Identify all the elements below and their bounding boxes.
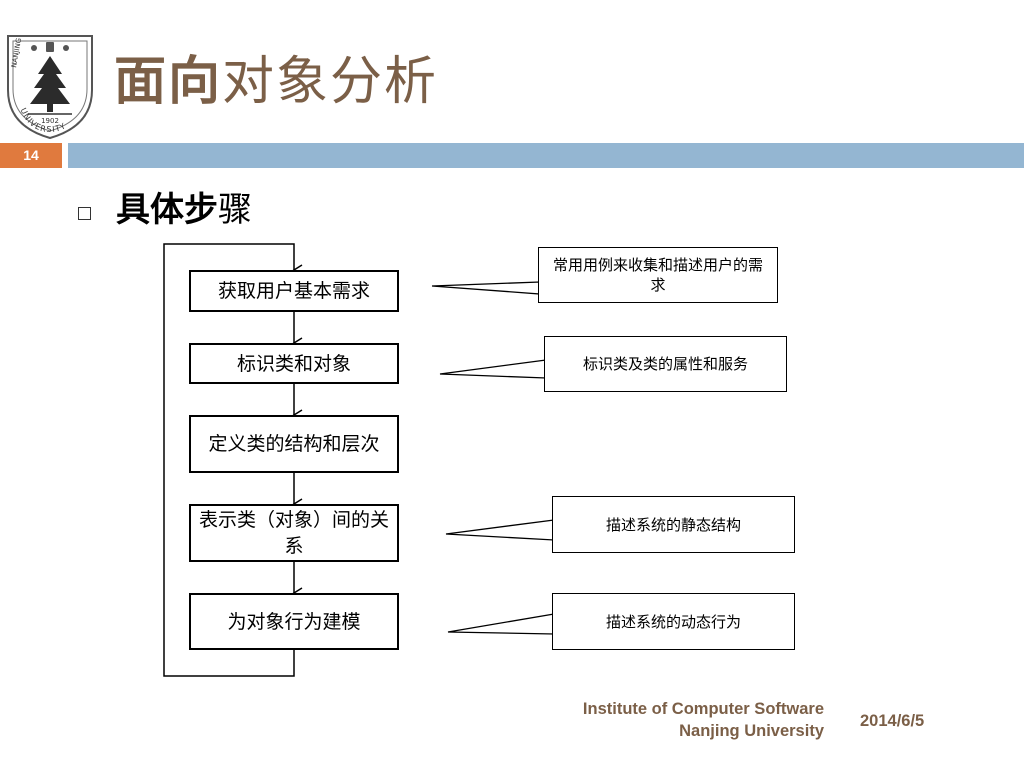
header-band — [68, 143, 1024, 168]
nanjing-university-logo: UNIVERSITY 1902 NANJING — [7, 35, 93, 140]
callout-tail-3 — [445, 519, 555, 541]
callout-note-attributes-services: 标识类及类的属性和服务 — [544, 336, 787, 392]
footer-university-name: Nanjing University — [679, 722, 824, 740]
slide-title: 面向对象分析 — [114, 46, 438, 118]
flow-step-get-requirements: 获取用户基本需求 — [189, 270, 399, 312]
callout-note-static-structure: 描述系统的静态结构 — [552, 496, 795, 553]
logo-year: 1902 — [41, 117, 59, 125]
section-heading-rest: 骤 — [218, 190, 252, 230]
footer-date: 2014/6/5 — [860, 712, 925, 730]
slide-title-rest: 对象分析 — [222, 52, 439, 112]
callout-note-use-cases: 常用用例来收集和描述用户的需求 — [538, 247, 778, 303]
footer-institute: Institute of Computer Software Nanjing U… — [583, 698, 824, 742]
slide-title-bold: 面向 — [114, 52, 223, 112]
callout-tail-1 — [431, 281, 541, 295]
callout-tail-2 — [439, 359, 547, 379]
square-bullet-icon — [78, 207, 91, 220]
callout-tail-4 — [447, 613, 555, 635]
footer-institute-name: Institute of Computer Software — [582, 700, 824, 718]
flow-step-identify-classes: 标识类和对象 — [189, 343, 399, 384]
callout-note-dynamic-behavior: 描述系统的动态行为 — [552, 593, 795, 650]
section-heading-bold: 具体步 — [116, 190, 218, 230]
flow-step-model-behavior: 为对象行为建模 — [189, 593, 399, 650]
flow-step-class-relations: 表示类（对象）间的关系 — [189, 504, 399, 562]
flow-step-define-structure: 定义类的结构和层次 — [189, 415, 399, 473]
slide-number: 14 — [0, 143, 62, 168]
section-heading: 具体步骤 — [116, 186, 252, 234]
loop-back-line — [163, 243, 303, 677]
